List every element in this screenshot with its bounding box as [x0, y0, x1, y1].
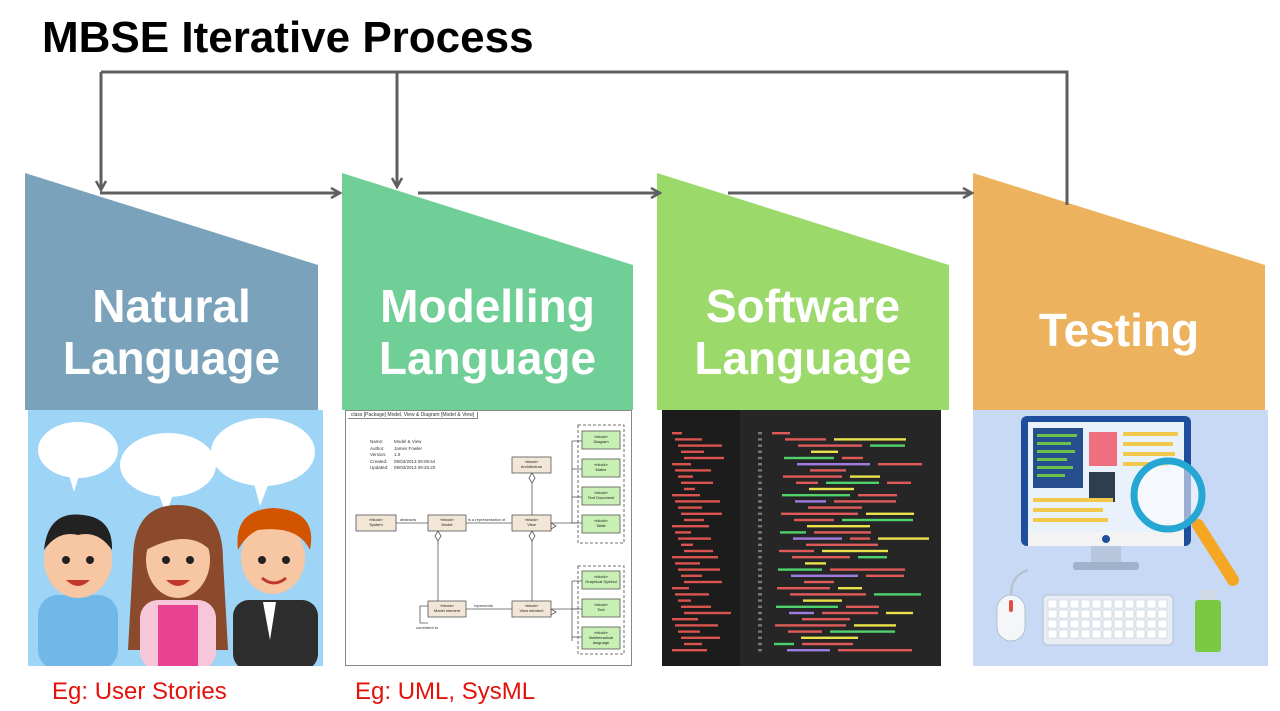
- stage-label-natural: Natural Language: [25, 280, 318, 384]
- uml-block-view: View: [527, 522, 536, 527]
- uml-block-mathematical-language: Mathematical language: [589, 635, 613, 645]
- stage-shape-modelling: [342, 173, 633, 410]
- uml-block-architecture: Architecture: [520, 464, 543, 469]
- uml-block-matrix: Matrix: [595, 467, 607, 472]
- uml-block-text: Text: [597, 607, 605, 612]
- keyboard-icon: [1042, 594, 1174, 646]
- speech-bubble-icon: [211, 418, 315, 486]
- stage-natural-line2: Language: [62, 332, 281, 384]
- code-editor-illustration: [662, 410, 941, 666]
- uml-diagram: class [Package] Model, View & Diagram [M…: [345, 410, 632, 666]
- uml-block-text-document: Text Document: [587, 495, 615, 500]
- stage-modelling-line1: Modelling: [380, 280, 595, 332]
- uml-rel-correlated-to: correlated to: [416, 625, 439, 630]
- mouse-icon: [996, 569, 1029, 642]
- stage-label-software: Software Language: [657, 280, 949, 384]
- uml-block-diagram: Diagram: [593, 439, 609, 444]
- stage-label-modelling: Modelling Language: [342, 280, 633, 384]
- magnifying-glass-icon: [1130, 457, 1239, 586]
- uml-rel-abstracts: abstracts: [400, 517, 417, 522]
- people-illustration: [28, 410, 323, 666]
- feedback-loop-line: [101, 70, 1069, 205]
- uml-block-view-element: View element: [519, 608, 544, 613]
- stage-shape-testing: [973, 173, 1265, 410]
- testing-computer-illustration: [973, 410, 1268, 666]
- stage-testing-line1: Testing: [1038, 304, 1200, 356]
- speech-bubble-icon: [120, 433, 216, 497]
- speech-bubble-icon: [38, 422, 118, 478]
- uml-block-system: System: [369, 522, 383, 527]
- example-natural: Eg: User Stories: [52, 678, 227, 705]
- person-boy-icon: [38, 514, 118, 666]
- uml-rel-represents: represents: [474, 603, 493, 608]
- stage-label-testing: Testing: [973, 304, 1265, 356]
- uml-rel-is-representation-of: is a representation of: [468, 517, 506, 522]
- person-man-icon: [233, 508, 318, 666]
- stage-software-line1: Software: [705, 280, 901, 332]
- person-girl-icon: [128, 505, 228, 666]
- stage-software-line2: Language: [694, 332, 912, 384]
- uml-metadata: Name:Model & View Author:James Fowler Ve…: [370, 439, 436, 470]
- usb-drive-icon: [1195, 590, 1221, 652]
- stage-modelling-line2: Language: [378, 332, 597, 384]
- stage-natural-line1: Natural: [92, 280, 251, 332]
- diagram-title: MBSE Iterative Process: [42, 13, 534, 62]
- uml-block-table: Table: [596, 523, 606, 528]
- uml-block-graphical-symbol: Graphical Symbol: [585, 579, 617, 584]
- uml-header: class [Package] Model, View & Diagram [M…: [348, 412, 479, 419]
- uml-block-model-element: Model element: [433, 608, 461, 613]
- uml-block-model: Model: [441, 522, 453, 527]
- stage-shape-natural: [25, 173, 318, 410]
- example-modelling: Eg: UML, SysML: [355, 678, 536, 705]
- stage-shape-software: [657, 173, 949, 410]
